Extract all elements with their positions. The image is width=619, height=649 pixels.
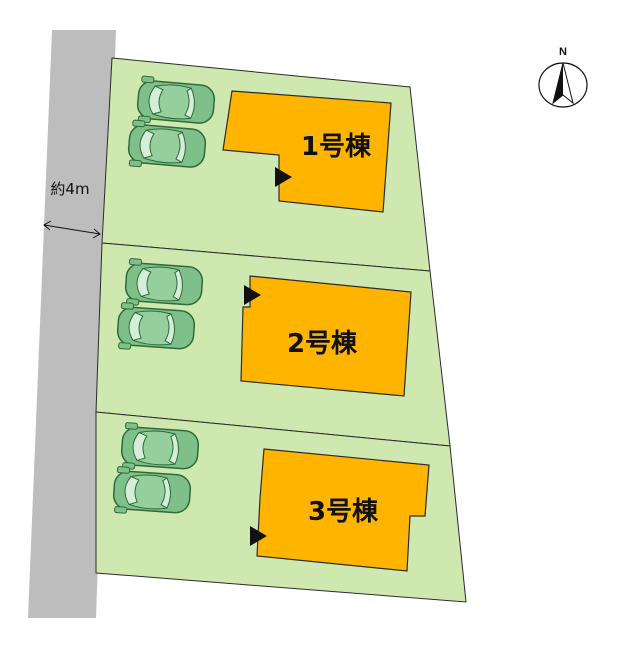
road-width-arrow-icon xyxy=(43,220,101,239)
building-1 xyxy=(222,90,392,213)
building-2-label: 2号棟 xyxy=(287,329,358,359)
building-3 xyxy=(256,448,430,572)
road-width-label: 約4m xyxy=(50,180,89,198)
north-label: N xyxy=(559,46,567,58)
building-2 xyxy=(240,275,412,397)
building-1-label: 1号棟 xyxy=(301,132,372,162)
entrance-arrow-icon xyxy=(275,167,292,187)
entrance-arrow-icon xyxy=(250,526,267,546)
road xyxy=(28,30,116,618)
entrance-arrow-icon xyxy=(244,285,261,305)
north-compass-icon xyxy=(538,62,588,108)
building-3-label: 3号棟 xyxy=(308,497,379,527)
